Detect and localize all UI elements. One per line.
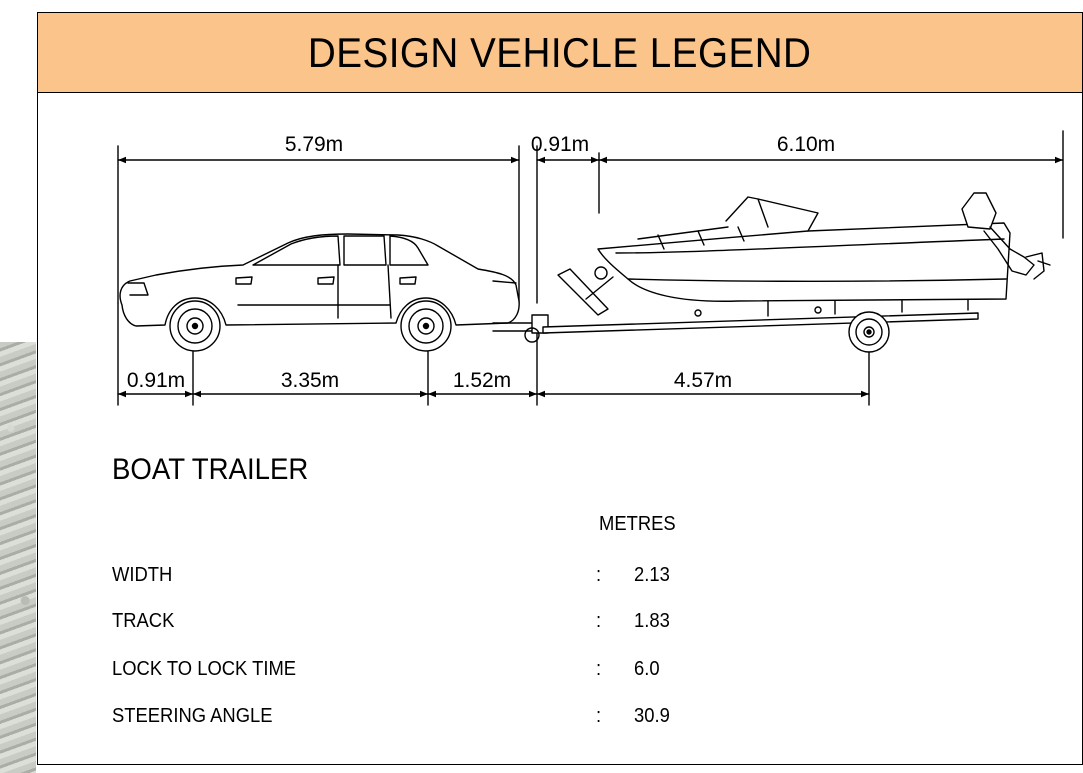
dim-car-length: 5.79m — [285, 133, 343, 156]
dim-wheelbase: 3.35m — [281, 369, 339, 392]
car-front-wheel — [169, 300, 221, 352]
aerial-photo-strip — [0, 342, 36, 773]
spec-label-width: WIDTH — [112, 564, 173, 586]
vehicle-subtitle: BOAT TRAILER — [112, 453, 309, 486]
spec-value-width: 2.13 — [634, 564, 670, 586]
spec-separator: : — [596, 564, 602, 586]
top-dimension-lines — [117, 130, 1064, 304]
spec-label-track: TRACK — [112, 610, 175, 632]
legend-header: DESIGN VEHICLE LEGEND — [38, 13, 1082, 93]
dim-overhang-top: 0.91m — [531, 133, 589, 156]
dim-front-overhang: 0.91m — [127, 369, 185, 392]
legend-title: DESIGN VEHICLE LEGEND — [308, 28, 812, 76]
spec-value-lock-time: 6.0 — [634, 658, 660, 680]
spec-value-steering-angle: 30.9 — [634, 705, 670, 727]
vehicle-drawing: 5.79m 0.91m 6.10m 0.91m 3.35m 1.52m 4.57… — [117, 130, 1064, 406]
spec-label-steering-angle: STEERING ANGLE — [112, 705, 273, 727]
spec-label-lock-time: LOCK TO LOCK TIME — [112, 658, 297, 680]
spec-separator: : — [596, 705, 602, 727]
boat-hull — [597, 196, 1011, 302]
spec-separator: : — [596, 610, 602, 632]
units-header: METRES — [599, 513, 676, 535]
car-rear-wheel — [400, 300, 452, 352]
car-outline — [119, 233, 520, 327]
outboard-motor-icon — [961, 192, 1051, 280]
spec-value-track: 1.83 — [634, 610, 670, 632]
dim-rear-overhang: 1.52m — [453, 369, 511, 392]
trailer-wheel — [848, 311, 890, 353]
legend-panel: DESIGN VEHICLE LEGEND 5.79m 0.91m 6.10m — [37, 12, 1083, 765]
dim-trailer-length: 4.57m — [674, 369, 732, 392]
spec-separator: : — [596, 658, 602, 680]
dim-boat-length: 6.10m — [777, 133, 835, 156]
